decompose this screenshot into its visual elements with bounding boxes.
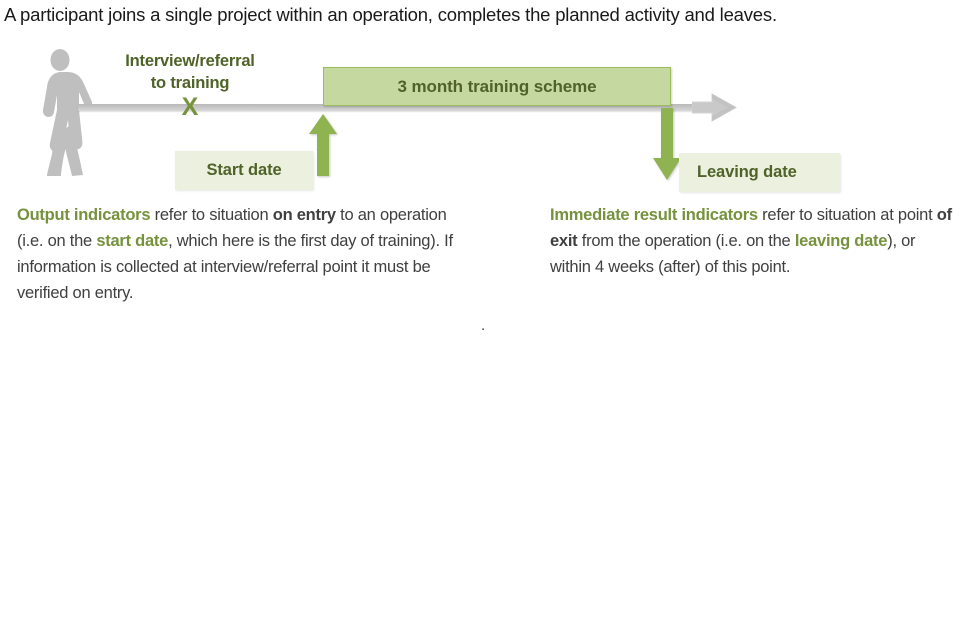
immediate-result-green-1: leaving date [794, 232, 888, 250]
output-indicators-paragraph: Output indicators refer to situation on … [17, 202, 469, 306]
interview-marker-x: X [181, 93, 199, 121]
stray-period-mark: . [481, 317, 486, 334]
timeline-diagram: 3 month training scheme Interview/referr… [0, 38, 960, 198]
training-scheme-label: 3 month training scheme [397, 76, 597, 96]
start-date-chip: Start date [175, 151, 313, 190]
leaving-date-label: Leaving date [697, 163, 797, 181]
output-indicators-text-3: , which here is the first day of trainin… [17, 232, 453, 302]
immediate-result-term: Immediate result indicators [550, 206, 758, 224]
page-title: A participant joins a single project wit… [4, 4, 777, 25]
training-scheme-block: 3 month training scheme [323, 67, 671, 106]
start-date-label: Start date [206, 161, 282, 179]
interview-referral-line2: to training [150, 74, 230, 92]
output-indicators-text-1: refer to situation [150, 206, 273, 224]
arrow-up-icon [308, 114, 338, 176]
immediate-result-bold-1: of exit [550, 206, 952, 250]
walking-person-icon [30, 48, 93, 180]
interview-referral-label: Interview/referral to training [96, 50, 284, 94]
leaving-date-chip: Leaving date [679, 153, 840, 192]
interview-referral-line1: Interview/referral [125, 52, 255, 70]
arrow-down-icon [652, 108, 682, 180]
immediate-result-text-2: from the operation (i.e. on the [577, 232, 795, 250]
immediate-result-indicators-paragraph: Immediate result indicators refer to sit… [550, 202, 960, 280]
immediate-result-text-3: ), or within 4 weeks (after) of this poi… [550, 232, 916, 276]
output-indicators-text-2: to an operation (i.e. on the [17, 206, 447, 250]
timeline-axis [78, 104, 698, 111]
output-indicators-term: Output indicators [17, 206, 151, 224]
output-indicators-bold-1: on entry [272, 206, 336, 224]
immediate-result-text-1: refer to situation at point [757, 206, 937, 224]
output-indicators-green-1: start date [96, 232, 169, 250]
timeline-arrowhead-icon [691, 92, 738, 123]
